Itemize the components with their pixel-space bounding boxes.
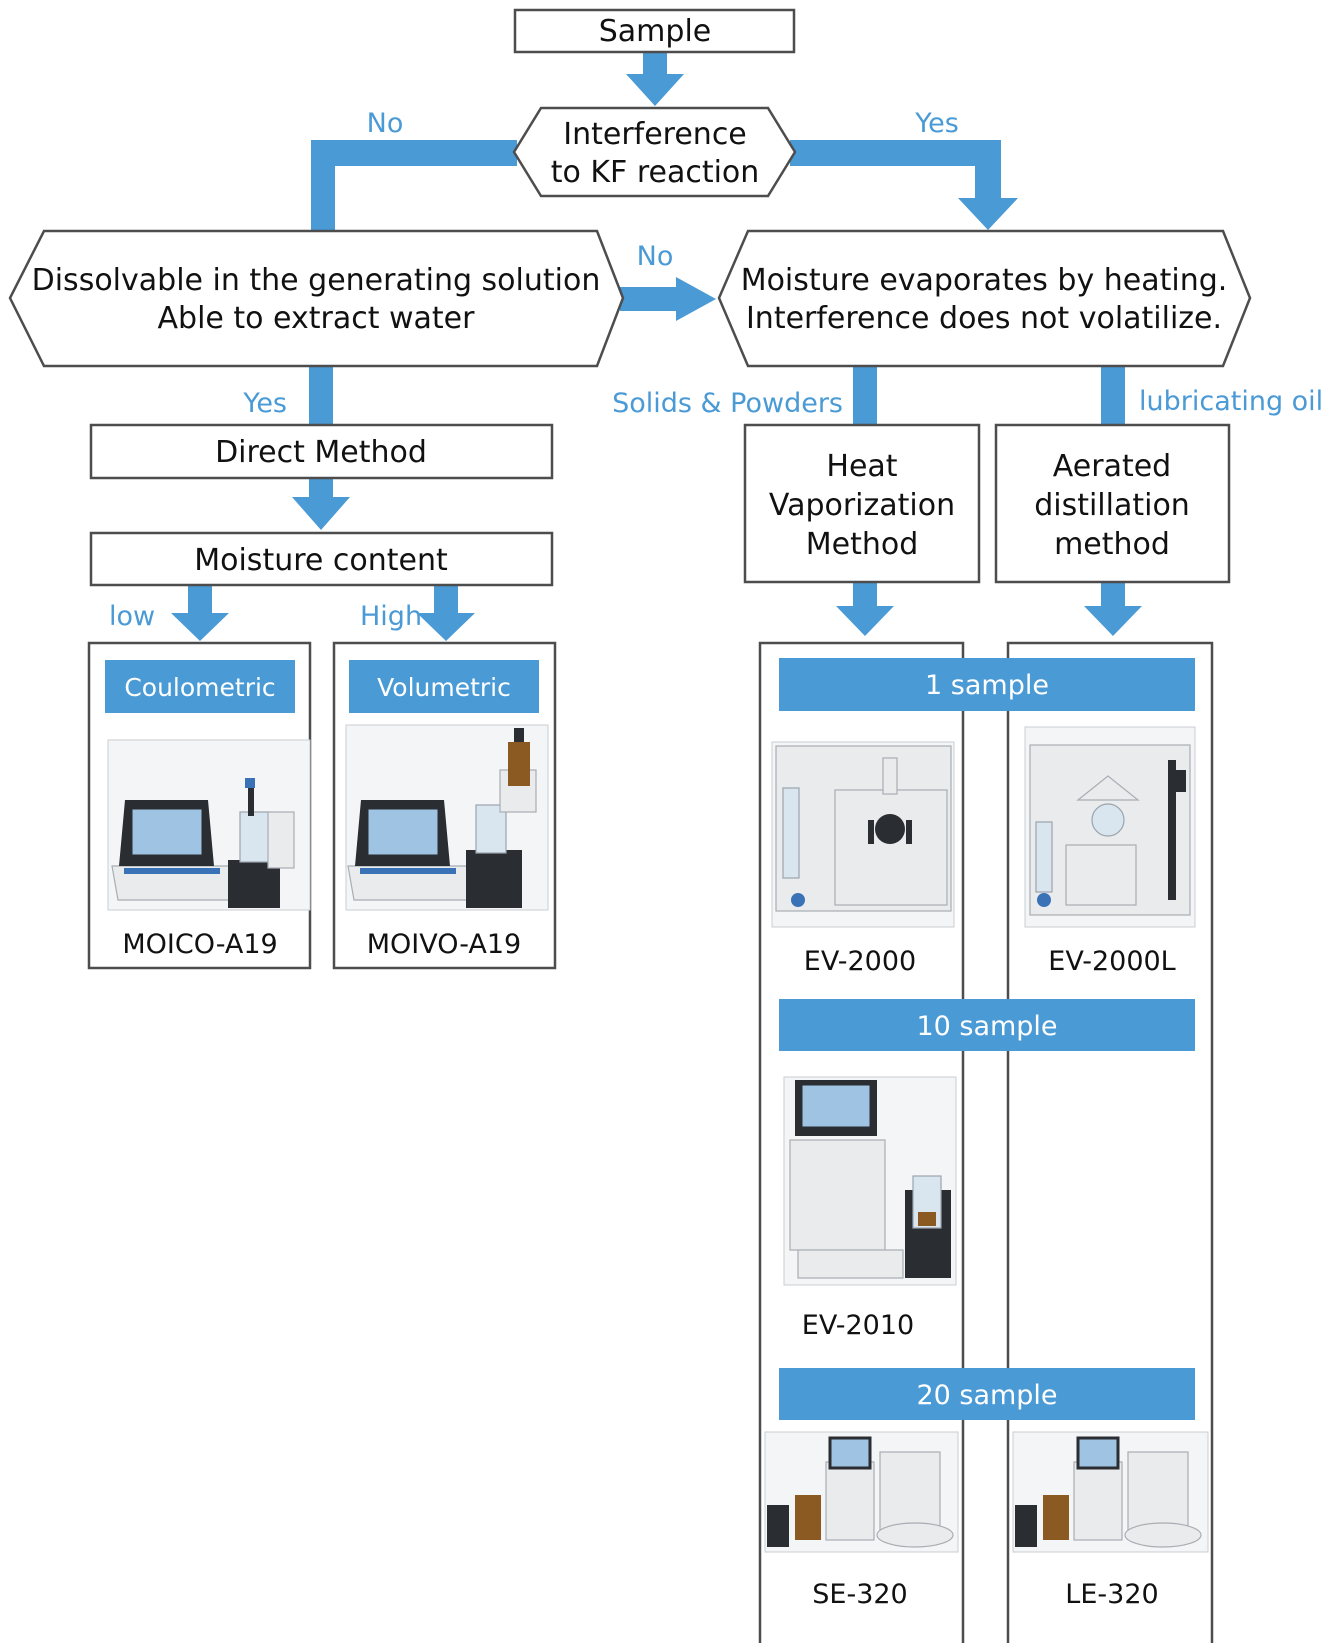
ev-2000-label: EV-2000 — [804, 946, 916, 977]
band-1-sample — [779, 658, 1195, 711]
dissolvable-label-line1: Dissolvable in the generating solution — [32, 263, 601, 298]
heat-vaporization-column — [758, 641, 965, 1643]
aerated-distillation-line3: method — [1054, 527, 1170, 562]
dissolvable-decision — [8, 229, 625, 368]
evaporates-label-line2: Interference does not volatilize. — [746, 301, 1222, 336]
moico-a19-label: MOICO-A19 — [122, 929, 277, 960]
heat-vaporization-line3: Method — [806, 527, 919, 562]
interference-label-line1: Interference — [563, 117, 747, 152]
ev-2000l-image — [1024, 726, 1196, 928]
heat-vaporization-line1: Heat — [826, 449, 897, 484]
edge-label-low: low — [109, 601, 155, 632]
edge-label-yes-direct: Yes — [242, 388, 287, 419]
edge-label-no-middle: No — [637, 241, 674, 272]
band-10-sample — [779, 999, 1195, 1051]
band-20-sample — [779, 1368, 1195, 1420]
le-320-image — [1012, 1431, 1209, 1553]
moivo-a19-label: MOIVO-A19 — [367, 929, 522, 960]
evaporates-decision — [717, 229, 1252, 368]
aerated-distillation-box — [994, 423, 1231, 584]
sample-box — [513, 8, 796, 54]
sample-label: Sample — [599, 14, 712, 49]
heat-vaporization-line2: Vaporization — [769, 488, 955, 523]
ev-2000-image — [771, 741, 955, 928]
edge-label-lubricating-oil: lubricating oil — [1139, 386, 1323, 417]
se-320-label: SE-320 — [812, 1579, 907, 1610]
edge-label-yes-right: Yes — [914, 108, 959, 139]
se-320-image — [764, 1431, 959, 1553]
moico-a19-image — [107, 739, 311, 911]
le-320-label: LE-320 — [1065, 1579, 1158, 1610]
ev-2010-label: EV-2010 — [802, 1310, 914, 1341]
band-20-sample-label: 20 sample — [916, 1380, 1057, 1411]
band-1-sample-label: 1 sample — [925, 670, 1049, 701]
moisture-content-label: Moisture content — [194, 543, 448, 578]
edge-label-solids-powders: Solids & Powders — [612, 388, 843, 419]
coulometric-label: Coulometric — [124, 673, 275, 702]
ev-2000l-label: EV-2000L — [1048, 946, 1175, 977]
ev-2010-image — [783, 1076, 957, 1286]
edge-label-high: High — [360, 601, 422, 632]
aerated-distillation-column — [1006, 641, 1214, 1643]
direct-method-box — [89, 423, 554, 480]
evaporates-label-line1: Moisture evaporates by heating. — [741, 263, 1228, 298]
volumetric-label: Volumetric — [377, 673, 511, 702]
moivo-a19-image — [345, 724, 549, 911]
edge-label-no-left: No — [367, 108, 404, 139]
dissolvable-label-line2: Able to extract water — [158, 301, 476, 336]
interference-decision — [512, 106, 797, 198]
moisture-content-box — [89, 531, 554, 587]
aerated-distillation-line1: Aerated — [1053, 449, 1171, 484]
flow-connectors — [171, 52, 1142, 641]
direct-method-label: Direct Method — [215, 435, 427, 470]
band-10-sample-label: 10 sample — [916, 1011, 1057, 1042]
interference-label-line2: to KF reaction — [551, 155, 760, 190]
coulometric-card: Coulometric MOICO-A19 — [87, 641, 312, 970]
volumetric-card: Volumetric MOIVO-A19 — [332, 641, 557, 970]
aerated-distillation-line2: distillation — [1034, 488, 1190, 523]
heat-vaporization-box — [743, 423, 981, 584]
